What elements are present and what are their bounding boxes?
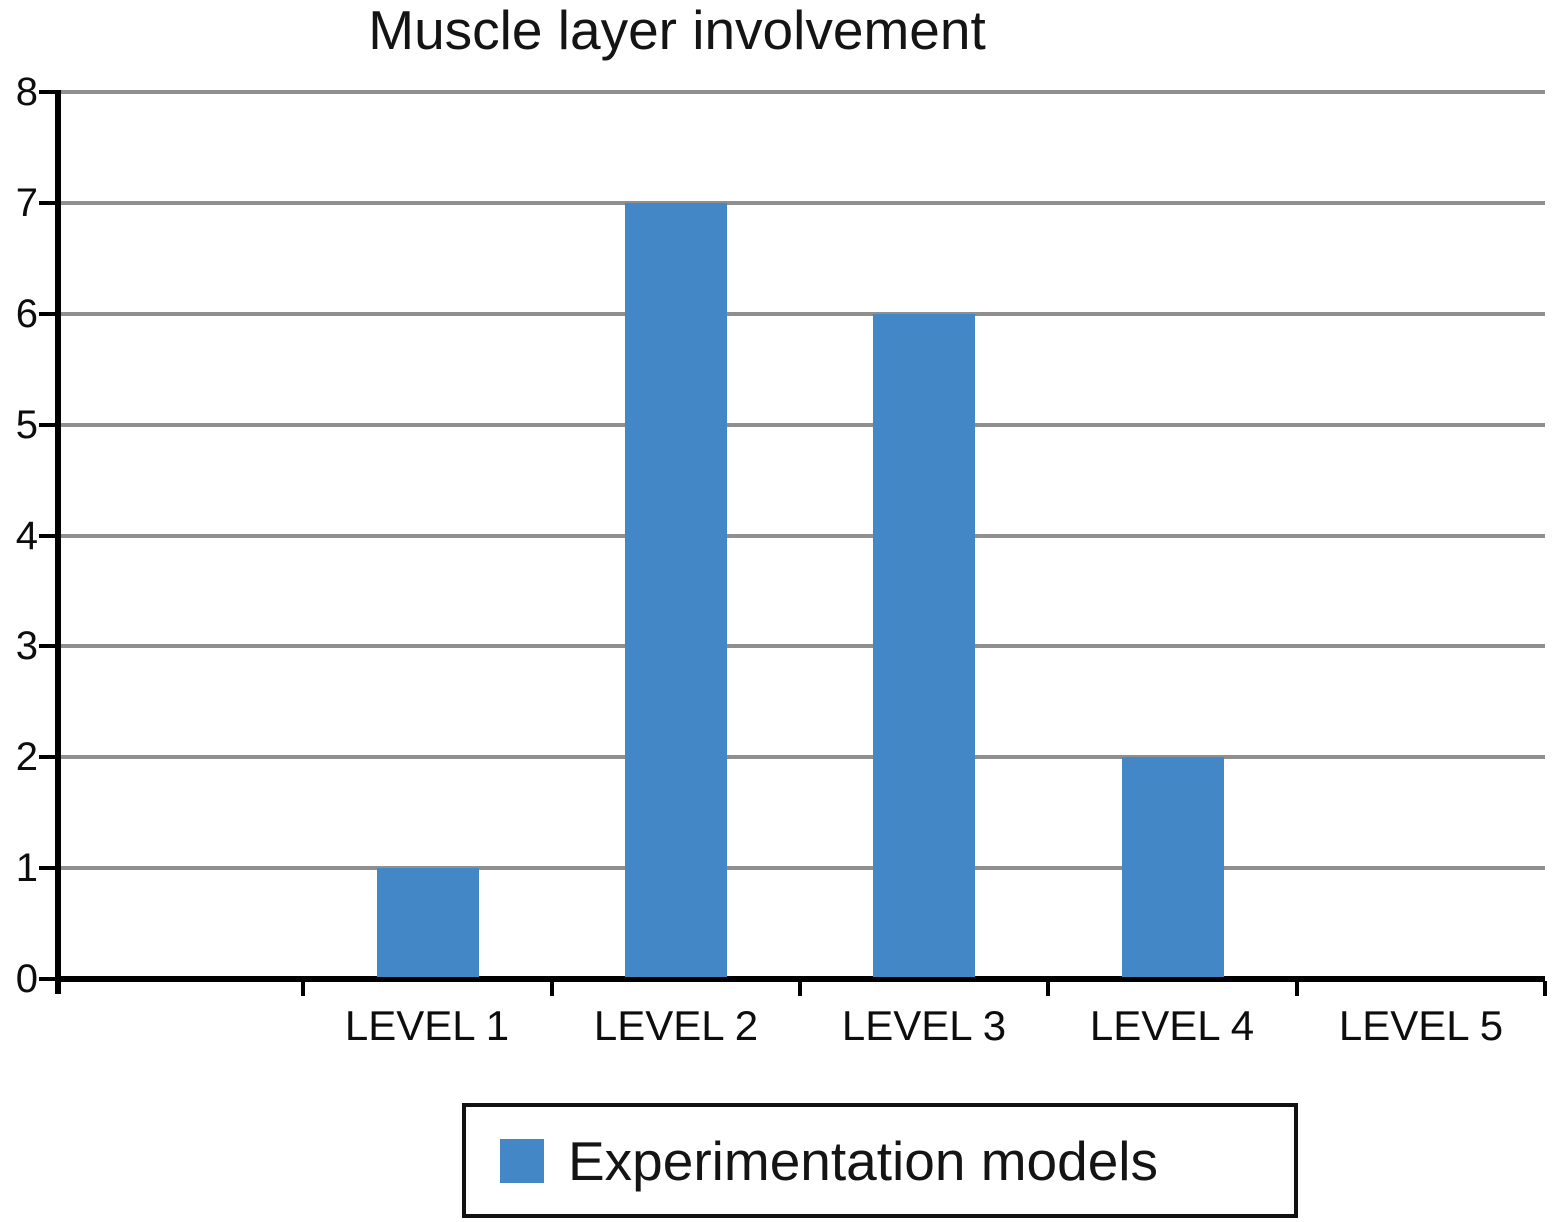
x-tick-label-level-1: LEVEL 1 [344,1002,510,1049]
y-tick-6 [39,312,55,316]
y-axis [55,90,61,994]
gridline-1 [59,866,1545,870]
x-tick-label-level-2: LEVEL 2 [593,1002,759,1049]
gridline-5 [59,423,1545,427]
x-tick-4 [1046,981,1050,996]
y-tick-label-1: 1 [15,846,38,890]
chart-title: Muscle layer involvement [368,0,986,61]
y-tick-1 [39,866,55,870]
legend-swatch-icon [500,1138,544,1183]
gridline-4 [59,534,1545,538]
x-tick-1 [301,981,305,996]
x-axis [55,976,1545,982]
y-tick-8 [39,90,55,94]
x-tick-label-level-4: LEVEL 4 [1089,1002,1255,1049]
legend-label: Experimentation models [568,1129,1159,1192]
gridline-2 [59,755,1545,759]
gridline-8 [59,90,1545,94]
y-tick-label-4: 4 [15,514,38,558]
y-tick-7 [39,201,55,205]
y-tick-3 [39,644,55,648]
y-tick-label-3: 3 [15,624,38,668]
y-tick-4 [39,534,55,538]
y-tick-2 [39,755,55,759]
y-tick-label-0: 0 [15,957,38,1001]
y-tick-label-6: 6 [15,292,38,336]
x-tick-label-level-5: LEVEL 5 [1338,1002,1504,1049]
legend: Experimentation models [462,1103,1298,1218]
bar-level-4 [1122,757,1224,977]
bar-level-2 [625,203,727,977]
x-tick-label-level-3: LEVEL 3 [841,1002,1007,1049]
y-tick-label-8: 8 [15,70,38,114]
x-tick-6 [1543,981,1547,996]
gridline-6 [59,312,1545,316]
y-tick-label-2: 2 [15,735,38,779]
bar-level-3 [873,314,975,977]
y-tick-0 [39,977,55,981]
gridline-7 [59,201,1545,205]
x-tick-3 [798,981,802,996]
x-tick-2 [550,981,554,996]
bar-level-1 [377,868,479,977]
y-tick-5 [39,423,55,427]
gridline-3 [59,644,1545,648]
y-tick-label-5: 5 [15,403,38,447]
y-tick-label-7: 7 [15,181,38,225]
x-tick-5 [1295,981,1299,996]
